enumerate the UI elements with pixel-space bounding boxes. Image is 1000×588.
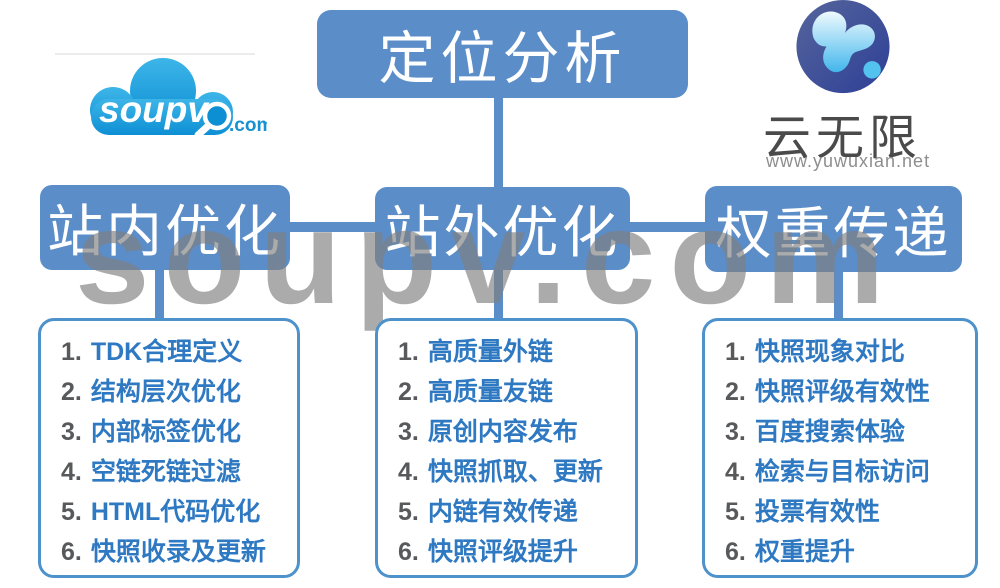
list-item: 2. 高质量友链	[398, 372, 635, 412]
list-item: 3. 原创内容发布	[398, 412, 635, 452]
connector-root-to-center	[494, 96, 503, 189]
branch-node-onsite: 站内优化	[40, 185, 290, 270]
branch-node-weight: 权重传递	[705, 186, 962, 272]
item-text: HTML代码优化	[90, 498, 261, 526]
list-item: 4. 空链死链过滤	[61, 452, 297, 492]
list-box-weight: 1. 快照现象对比 2. 快照评级有效性 3. 百度搜索体验 4. 检索与目标访问 5. 投票有效…	[702, 318, 978, 578]
connector-center-to-right	[627, 222, 708, 232]
list-item: 6. 快照评级提升	[398, 532, 635, 572]
list-item: 3. 百度搜索体验	[725, 412, 975, 452]
list-item: 2. 快照评级有效性	[725, 372, 975, 412]
item-number: 6.	[725, 538, 746, 566]
item-text: 内部标签优化	[90, 418, 241, 446]
item-text: 快照现象对比	[754, 338, 905, 366]
connector-left-down	[155, 266, 164, 322]
item-text: 投票有效性	[754, 498, 880, 526]
onsite-item-list: 1. TDK合理定义 2. 结构层次优化 3. 内部标签优化 4. 空链死链过滤 5. HTML代…	[41, 321, 297, 572]
item-text: 检索与目标访问	[754, 458, 930, 486]
item-text: 快照评级提升	[427, 538, 578, 566]
item-number: 4.	[61, 458, 82, 486]
list-item: 1. TDK合理定义	[61, 332, 297, 372]
list-item: 3. 内部标签优化	[61, 412, 297, 452]
list-item: 4. 检索与目标访问	[725, 452, 975, 492]
soupv-logo-text: soupv	[99, 89, 210, 130]
list-item: 6. 权重提升	[725, 532, 975, 572]
item-number: 2.	[725, 378, 746, 406]
yuwuxian-url: www.yuwuxian.net	[766, 151, 931, 171]
offsite-item-list: 1. 高质量外链 2. 高质量友链 3. 原创内容发布 4. 快照抓取、更新 5. 内链有效传递 6…	[378, 321, 635, 572]
list-item: 4. 快照抓取、更新	[398, 452, 635, 492]
item-number: 1.	[725, 338, 746, 366]
item-number: 3.	[725, 418, 746, 446]
list-item: 6. 快照收录及更新	[61, 532, 297, 572]
item-number: 3.	[61, 418, 82, 446]
soupv-logo-tld: .com	[229, 115, 267, 136]
branch-node-offsite: 站外优化	[375, 187, 630, 270]
item-text: 快照收录及更新	[90, 538, 266, 566]
item-text: 快照抓取、更新	[427, 458, 603, 486]
item-text: 内链有效传递	[427, 498, 578, 526]
item-number: 5.	[61, 498, 82, 526]
divider-line	[55, 53, 255, 55]
magnifier-icon	[194, 101, 232, 139]
list-box-offsite: 1. 高质量外链 2. 高质量友链 3. 原创内容发布 4. 快照抓取、更新 5. 内链有效传递 6…	[375, 318, 638, 578]
item-text: 权重提升	[754, 538, 855, 566]
item-number: 1.	[61, 338, 82, 366]
item-text: 结构层次优化	[90, 378, 241, 406]
item-number: 4.	[398, 458, 419, 486]
item-text: 高质量友链	[427, 378, 553, 406]
item-number: 1.	[398, 338, 419, 366]
item-number: 2.	[61, 378, 82, 406]
yuwuxian-dot	[863, 61, 881, 79]
item-number: 5.	[398, 498, 419, 526]
connector-right-down	[834, 268, 843, 322]
yuwuxian-logo	[796, 0, 890, 94]
item-number: 5.	[725, 498, 746, 526]
item-number: 6.	[398, 538, 419, 566]
item-text: 高质量外链	[427, 338, 553, 366]
item-text: 快照评级有效性	[754, 378, 930, 406]
item-number: 6.	[61, 538, 82, 566]
list-item: 5. 内链有效传递	[398, 492, 635, 532]
yuwuxian-title: 云无限	[763, 112, 923, 165]
list-item: 5. HTML代码优化	[61, 492, 297, 532]
cloud-icon	[90, 58, 233, 135]
item-text: 百度搜索体验	[754, 418, 905, 446]
weight-item-list: 1. 快照现象对比 2. 快照评级有效性 3. 百度搜索体验 4. 检索与目标访问 5. 投票有效…	[705, 321, 975, 572]
list-box-onsite: 1. TDK合理定义 2. 结构层次优化 3. 内部标签优化 4. 空链死链过滤 5. HTML代…	[38, 318, 300, 578]
item-number: 4.	[725, 458, 746, 486]
list-item: 5. 投票有效性	[725, 492, 975, 532]
watermark-text: soupv.com	[75, 183, 899, 332]
item-text: 空链死链过滤	[90, 458, 241, 486]
yuwuxian-blob-icon	[812, 11, 875, 73]
soupv-logo: soupv .com	[90, 58, 267, 139]
list-item: 2. 结构层次优化	[61, 372, 297, 412]
connector-center-down	[494, 266, 503, 324]
root-node: 定位分析	[317, 10, 688, 98]
item-number: 2.	[398, 378, 419, 406]
connector-left-to-center	[286, 222, 378, 232]
list-item: 1. 快照现象对比	[725, 332, 975, 372]
item-number: 3.	[398, 418, 419, 446]
list-item: 1. 高质量外链	[398, 332, 635, 372]
item-text: 原创内容发布	[427, 418, 578, 446]
item-text: TDK合理定义	[90, 338, 243, 366]
